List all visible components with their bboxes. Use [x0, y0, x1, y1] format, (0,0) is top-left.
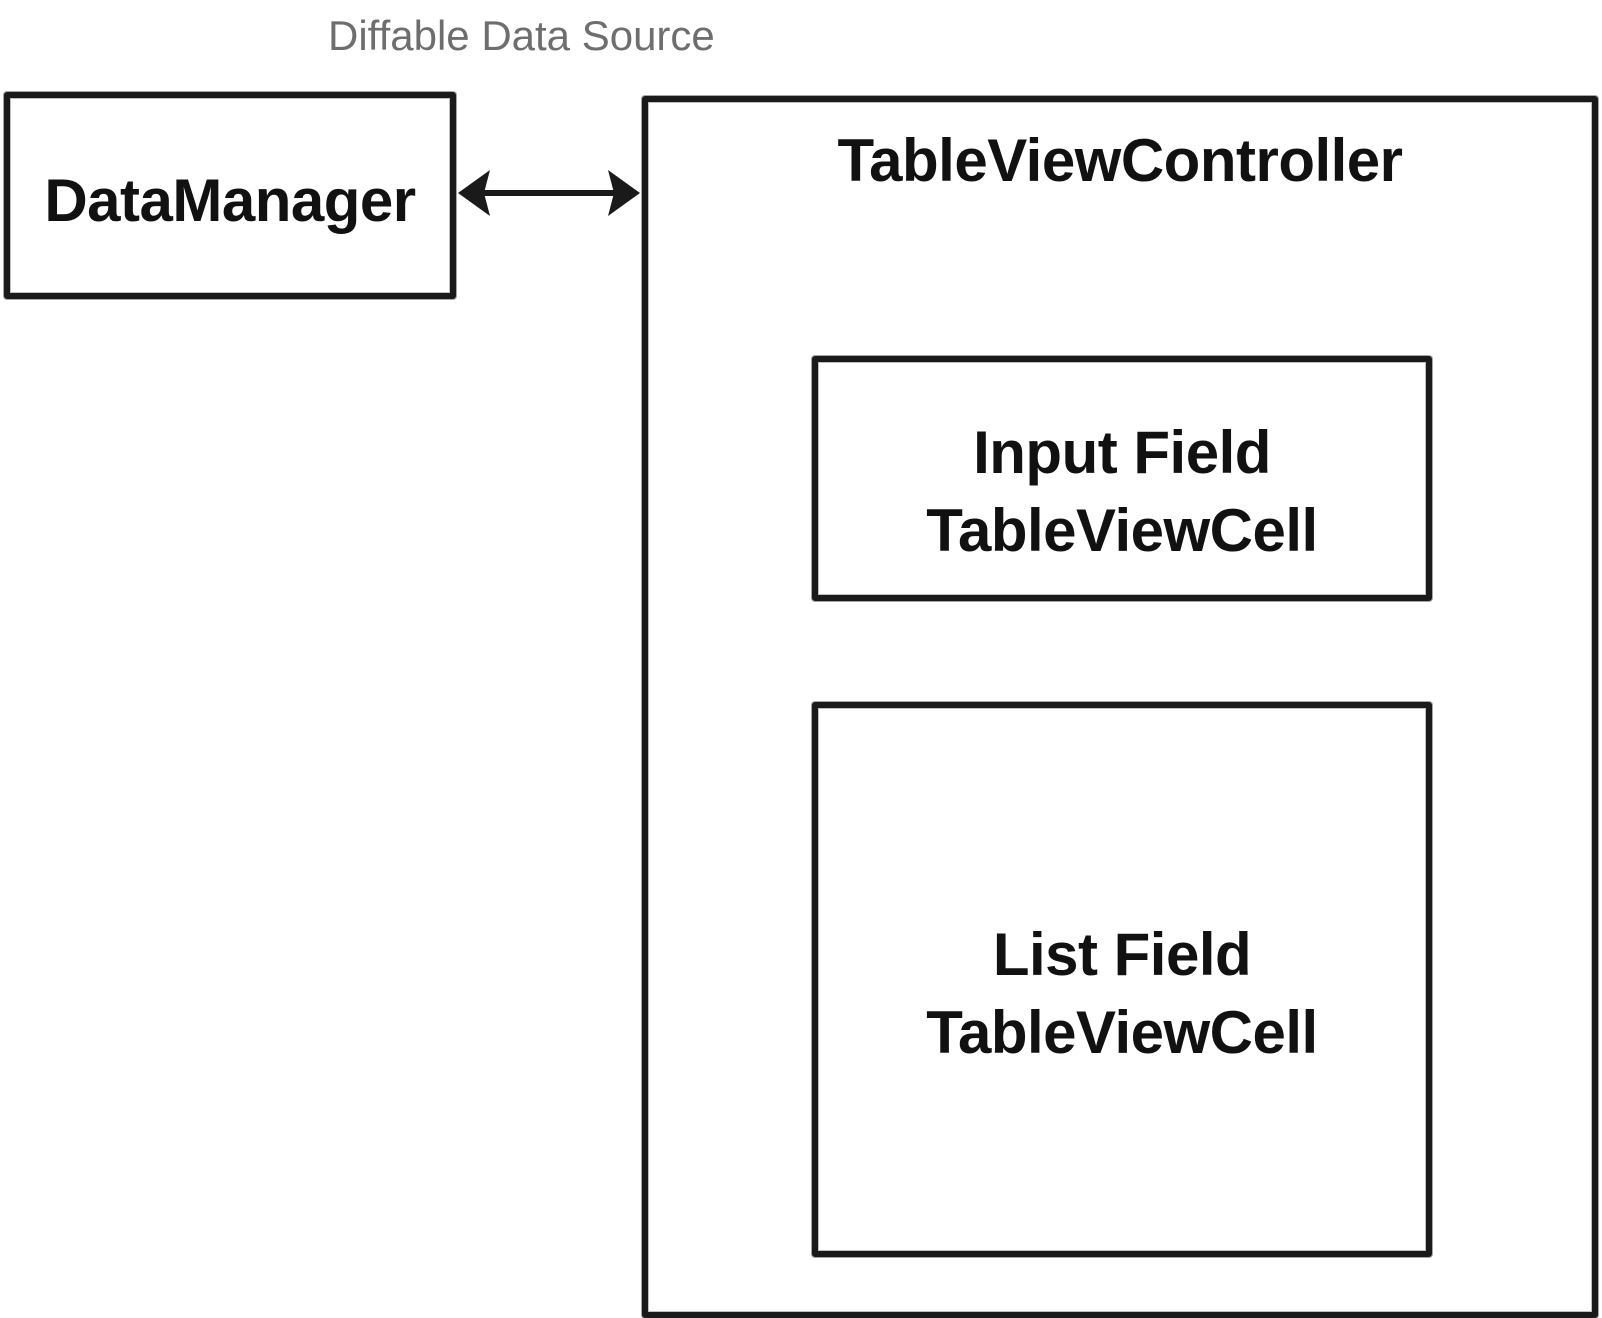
- input-field-cell-node: Input Field TableViewCell: [812, 356, 1432, 601]
- list-field-cell-label-line1: List Field: [992, 921, 1252, 988]
- table-view-controller-label: TableViewController: [837, 127, 1403, 194]
- connector-label: Diffable Data Source: [328, 12, 715, 59]
- input-field-cell-label-line2: TableViewCell: [926, 497, 1318, 564]
- input-field-cell-label-line1: Input Field: [973, 419, 1271, 486]
- data-manager-node: DataManager: [4, 92, 456, 299]
- bidirectional-arrow: [458, 170, 640, 216]
- arrow-head-left-icon: [458, 170, 490, 216]
- arrow-head-right-icon: [608, 170, 640, 216]
- list-field-cell-node: List Field TableViewCell: [812, 702, 1432, 1257]
- data-manager-label: DataManager: [44, 167, 416, 234]
- list-field-cell-label-line2: TableViewCell: [926, 999, 1318, 1066]
- table-view-controller-node: TableViewController: [642, 96, 1598, 1318]
